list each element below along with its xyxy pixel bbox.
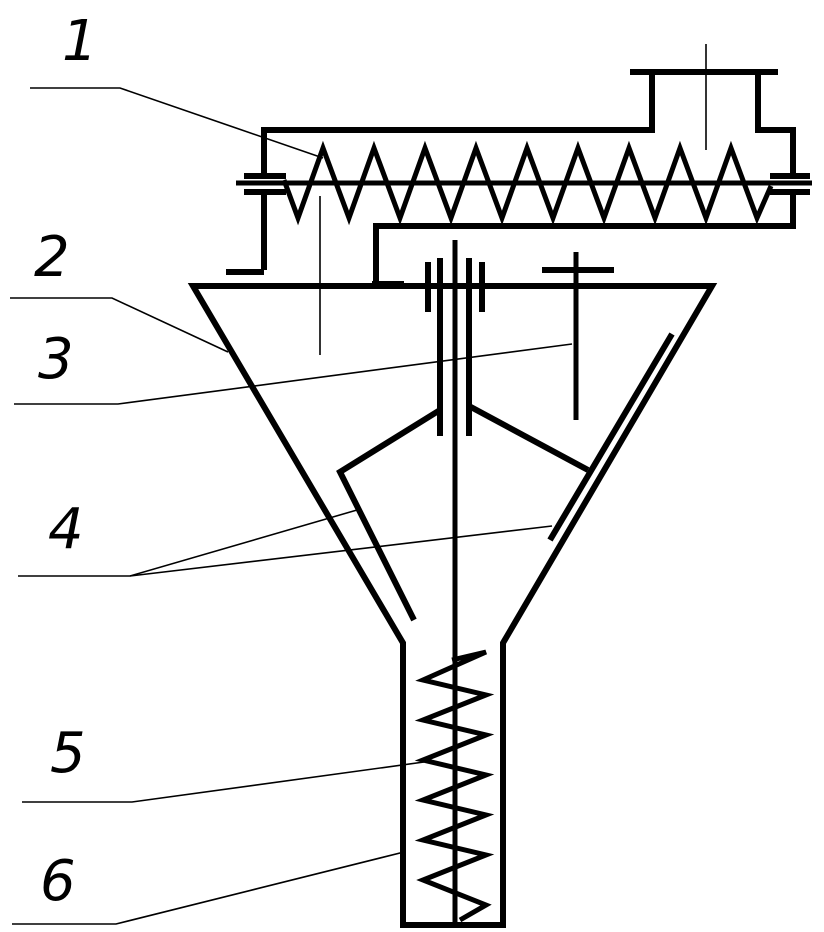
leader-lines xyxy=(10,87,573,925)
label-6: 6 xyxy=(40,849,76,914)
label-1: 1 xyxy=(62,9,98,74)
label-2: 2 xyxy=(34,225,70,290)
label-4: 4 xyxy=(48,497,84,562)
conical-hopper xyxy=(187,283,718,928)
secondary-drive xyxy=(542,252,614,420)
horizontal-screw-flight xyxy=(281,140,774,226)
label-3: 3 xyxy=(38,327,74,392)
scraper-blades xyxy=(336,332,675,622)
label-5: 5 xyxy=(50,721,86,786)
horizontal-screw-shaft xyxy=(236,173,812,195)
vertical-screw-flight xyxy=(414,649,495,923)
